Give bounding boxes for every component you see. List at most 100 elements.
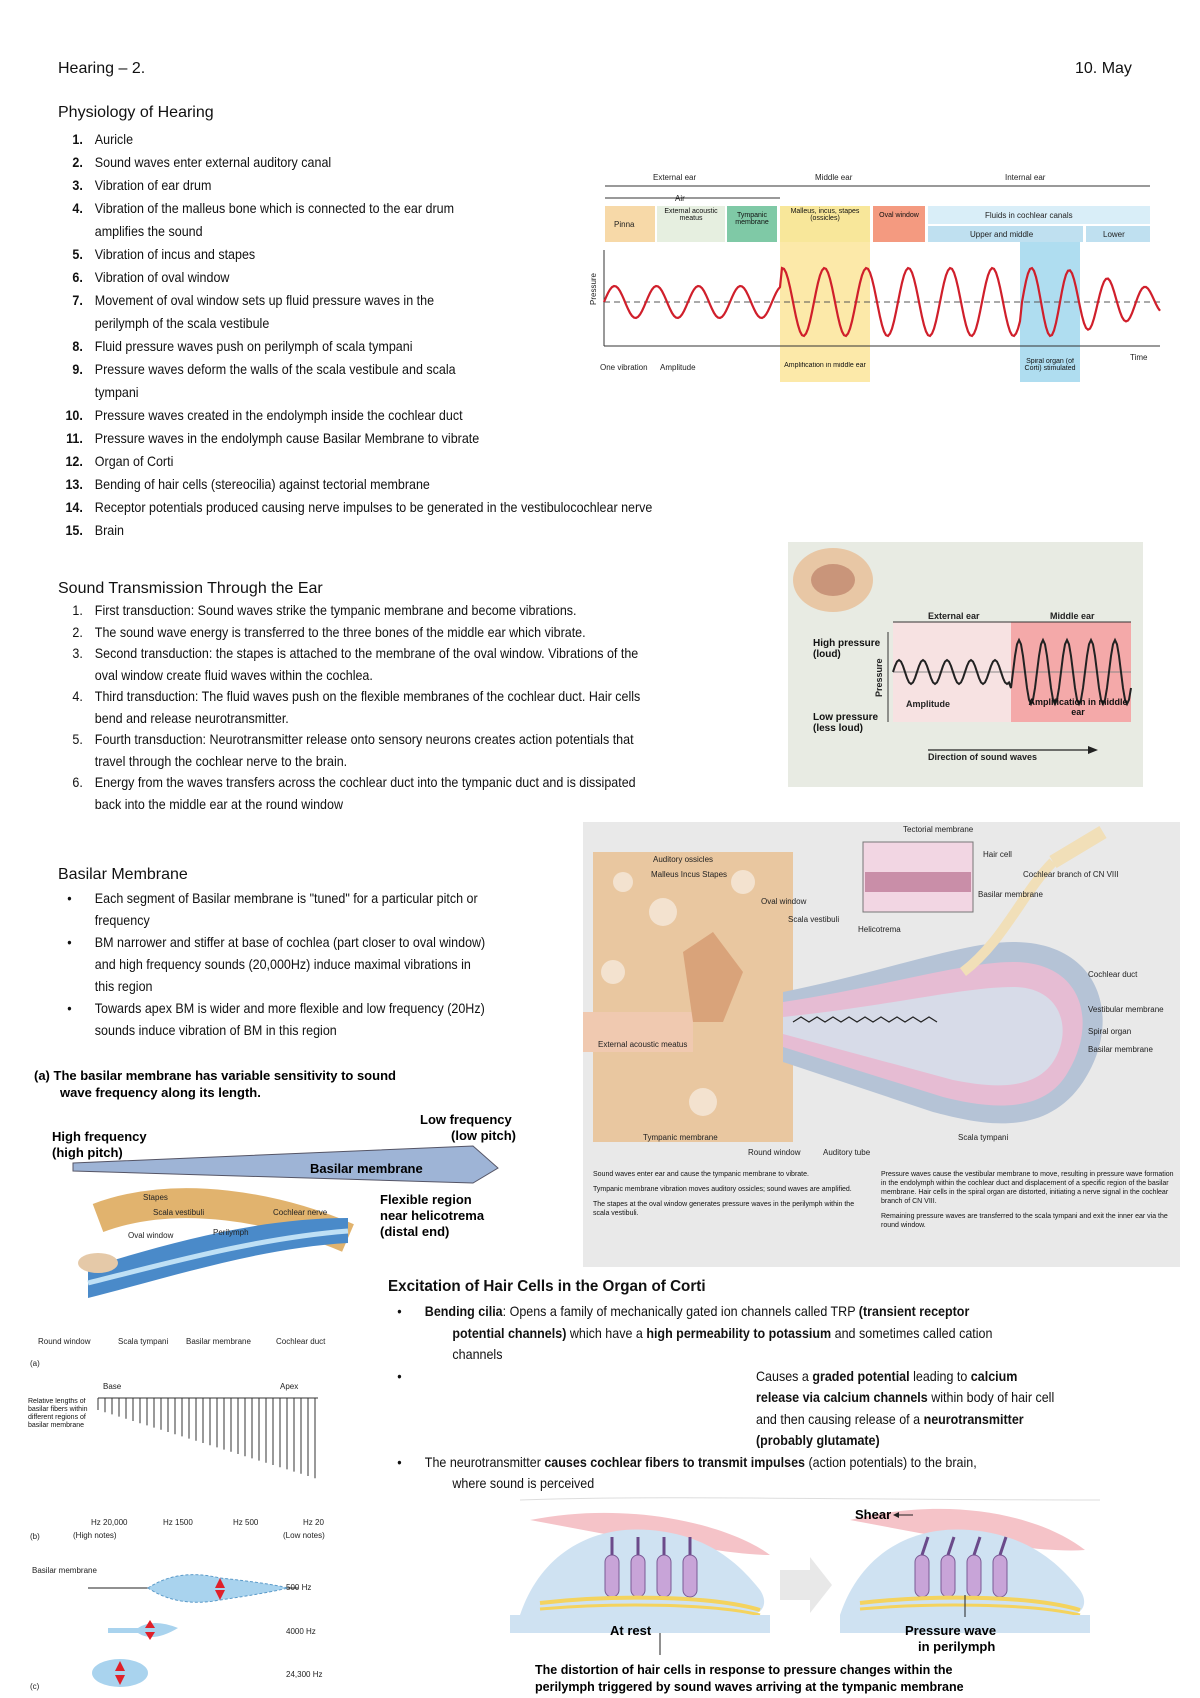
fb-scala-v: Scala vestibuli [153,1208,204,1217]
ear-pressure-wave-figure: External ear Middle ear Internal ear Air… [590,170,1170,410]
physiology-item: 4. Vibration of the malleus bone which is… [58,197,794,243]
ex-b3-c: (action potentials) to the brain, [805,1454,977,1470]
fc-c3: The stapes at the oval window generates … [593,1201,855,1217]
fc-basilar2: Basilar membrane [1088,1045,1153,1054]
fc-round: Round window [748,1148,801,1157]
ex-b3-a: The neurotransmitter [424,1454,545,1470]
fb-b: (b) [30,1532,40,1541]
item-text: this region [94,979,153,994]
item-text: Towards apex BM is wider and more flexib… [94,1001,485,1016]
fc-scala-t: Scala tympani [958,1133,1008,1142]
fb-c: (c) [30,1682,40,1691]
fw-tympanic: Tympanic membrane [735,212,769,226]
fb-f1: 500 Hz [286,1583,311,1592]
fb-cduct: Cochlear duct [276,1337,326,1346]
item-number: 5. [72,247,83,262]
item-text: Vibration of the malleus bone which is c… [94,201,455,216]
fw-pinna: Pinna [614,220,635,229]
fw-lower: Lower [1103,230,1125,239]
basilar-item: •Each segment of Basilar membrane is "tu… [67,891,478,928]
fc-tymp: Tympanic membrane [643,1133,718,1142]
item-text: Pressure waves created in the endolymph … [94,408,463,423]
item-number: 6. [72,270,83,285]
item-text-cont: oval window create fluid waves within th… [94,667,373,683]
item-text: Brain [94,523,124,538]
fb-a: (a) [30,1359,40,1368]
ex-b2-c: leading to [909,1368,971,1384]
excitation-bullet-3: • The neurotransmitter causes cochlear f… [397,1454,977,1492]
fb-heading2: wave frequency along its length. [59,1085,261,1100]
physiology-item: 12.Organ of Corti [58,450,794,473]
fw2-direction: Direction of sound waves [928,752,1037,762]
physiology-item: 1.Auricle [58,128,794,151]
transmission-list: 1.First transduction: Sound waves strike… [58,600,757,815]
item-number: 6. [72,775,83,790]
item-text-cont: travel through the cochlear nerve to the… [94,753,348,769]
fw-amplitude: Amplitude [660,363,696,372]
fb-f3: 24,300 Hz [286,1670,322,1679]
physiology-item: 9. Pressure waves deform the walls of the… [58,358,794,404]
ex-b1-d: which have a [566,1325,647,1341]
fb-low: Low frequency [420,1112,513,1127]
item-number: 7. [72,293,83,308]
fw2-amplification: Amplification in middle ear [1028,697,1128,717]
fb-bm2: Basilar membrane [186,1337,251,1346]
fb-low-notes: (Low notes) [283,1531,325,1540]
item-text: Pressure waves deform the walls of the s… [94,362,456,377]
item-text: Vibration of ear drum [94,178,212,193]
fh-cap1: The distortion of hair cells in response… [535,1663,952,1677]
item-text-cont: amplifies the sound [94,224,203,239]
fb-hz3: Hz 500 [233,1518,259,1527]
cochlea-figure: Tectorial membrane Auditory ossicles Mal… [583,822,1180,1267]
fc-c5: Remaining pressure waves are transferred… [881,1213,1168,1229]
fb-hz4: Hz 20 [303,1518,324,1527]
item-number: 2. [72,624,83,640]
fw-oval: Oval window [879,212,919,219]
fb-cnerve: Cochlear nerve [273,1208,328,1217]
fw-air: Air [675,194,685,203]
item-text: and high frequency sounds (20,000Hz) ind… [94,957,471,972]
item-number: 13. [65,477,83,492]
fw2-amplitude: Amplitude [906,699,950,709]
item-text: BM narrower and stiffer at base of cochl… [94,935,486,950]
item-number: 5. [72,732,83,747]
fc-mis: Malleus Incus Stapes [651,870,727,879]
physiology-item: 11.Pressure waves in the endolymph cause… [58,427,794,450]
fb-oval: Oval window [128,1231,174,1240]
item-text: Second transduction: the stapes is attac… [94,646,639,661]
fw-amplification: Amplification in middle ear [784,362,866,369]
fb-high: High frequency [52,1129,147,1144]
fc-eam: External acoustic meatus [598,1040,687,1049]
fw-external: External ear [653,173,696,182]
fb-bm3: Basilar membrane [32,1566,97,1575]
item-number: 15. [65,523,83,538]
fw-fluids: Fluids in cochlear canals [985,211,1073,220]
fc-c4: Pressure waves cause the vestibular memb… [881,1171,1174,1205]
physiology-item: 8.Fluid pressure waves push on perilymph… [58,335,794,358]
fc-spiral: Spiral organ [1088,1027,1131,1036]
ex-b2-f: within body of hair cell [927,1390,1055,1405]
transmission-item: 2.The sound wave energy is transferred t… [58,622,757,644]
transmission-item: 4.Third transduction: The fluid waves pu… [58,686,757,729]
physiology-item: 13.Bending of hair cells (stereocilia) a… [58,473,794,496]
item-number: 3. [72,646,83,661]
fb-flex2: near helicotrema [380,1208,485,1223]
item-text-cont: bend and release neurotransmitter. [94,710,289,726]
page-date: 10. May [1075,60,1132,77]
hair-cell-shear-figure: Shear At rest Pressure wave in perilymph… [510,1495,1100,1698]
item-text: sounds induce vibration of BM in this re… [94,1023,337,1038]
item-text: Sound waves enter external auditory cana… [94,155,332,170]
ex-b2-d: calcium [970,1368,1018,1384]
fh-pw: Pressure wave [905,1623,996,1638]
ex-b3-b: causes cochlear fibers to transmit impul… [544,1454,806,1470]
item-number: 9. [72,362,83,377]
item-number: 4. [72,201,83,216]
fw-upper: Upper and middle [970,230,1034,239]
transmission-item: 1.First transduction: Sound waves strike… [58,600,757,622]
fc-c1: Sound waves enter ear and cause the tymp… [593,1171,809,1178]
fb-high2: (high pitch) [52,1145,123,1160]
item-number: 12. [65,454,83,469]
fc-vest: Vestibular membrane [1088,1005,1164,1014]
fc-hair: Hair cell [983,850,1012,859]
item-text: Energy from the waves transfers across t… [94,775,636,790]
